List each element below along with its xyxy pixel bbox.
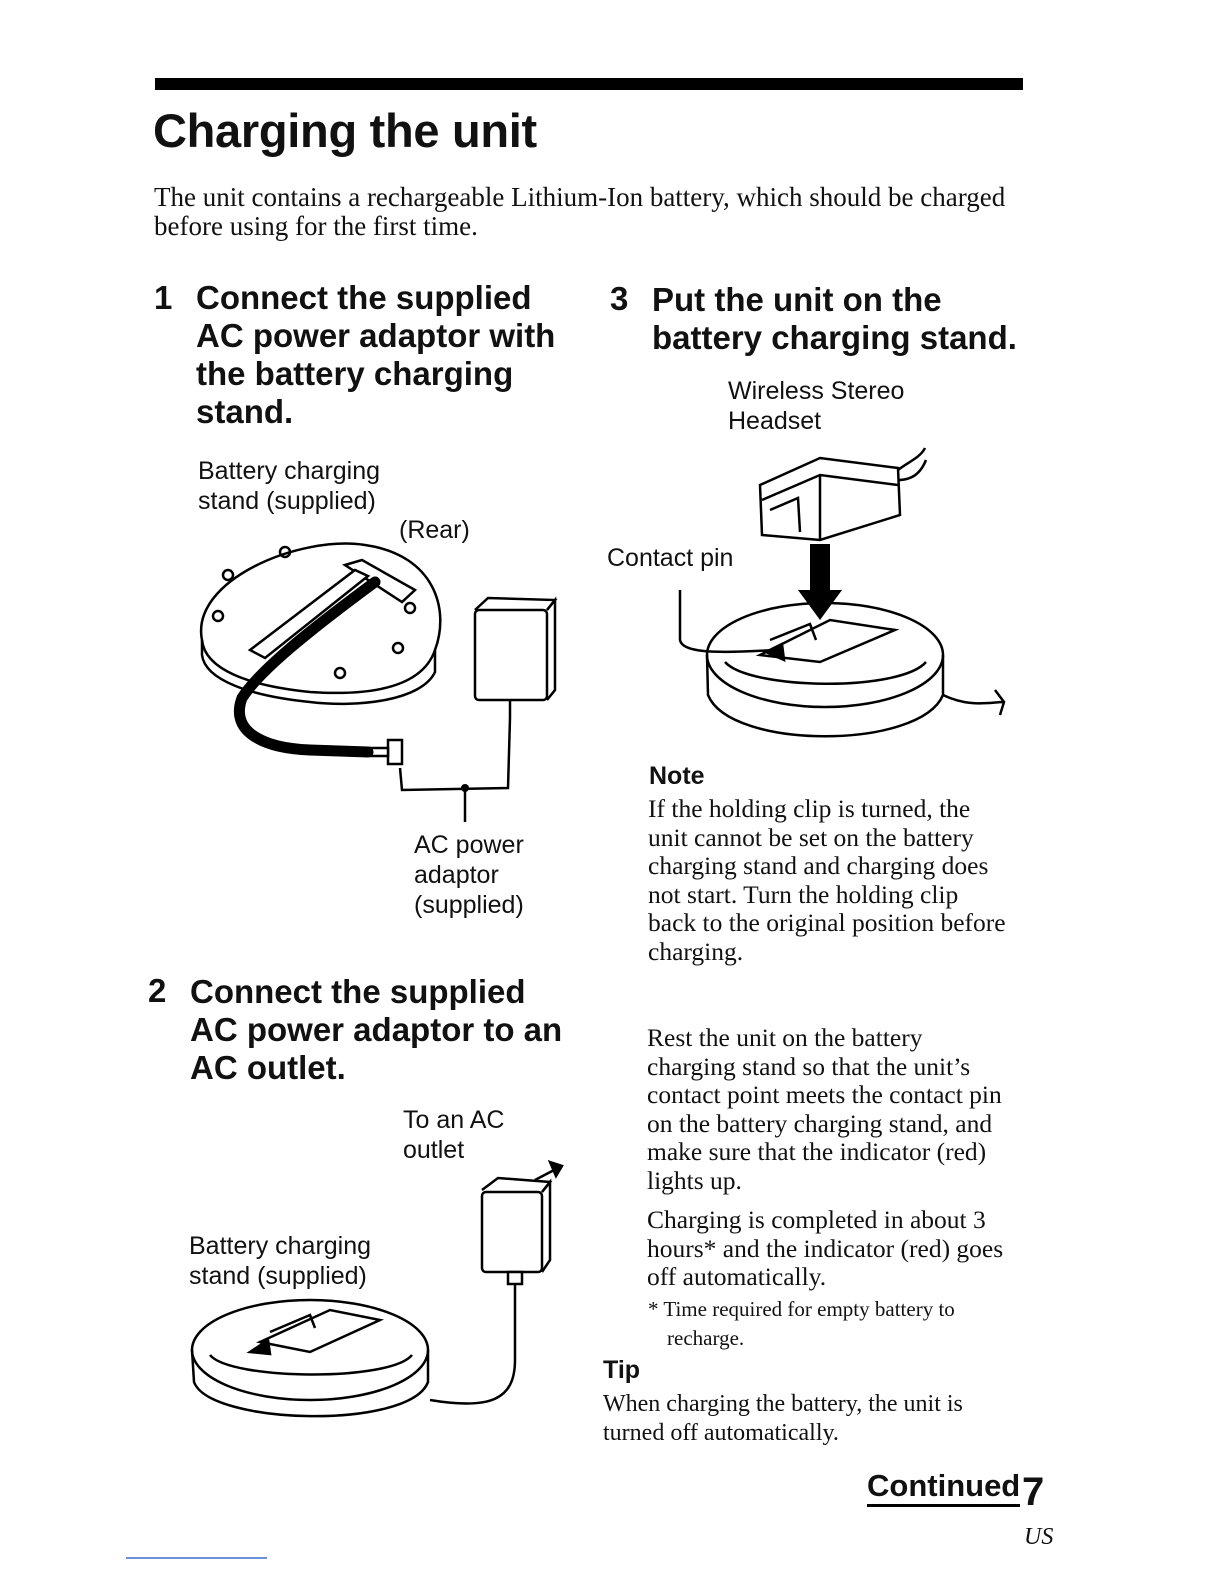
instruction-line: lights up. — [647, 1165, 742, 1195]
region-code: US — [1024, 1524, 1054, 1550]
step-2-illustration — [190, 1159, 564, 1418]
note-heading: Note — [649, 762, 705, 790]
label-line: adaptor — [414, 861, 499, 889]
step-3-title-line: Put the unit on the — [652, 281, 942, 318]
label-line: Wireless Stereo — [728, 377, 905, 405]
label-line: Headset — [728, 407, 822, 435]
note-line: charging stand and charging does — [648, 851, 989, 880]
note-line: If the holding clip is turned, the — [648, 794, 971, 823]
tip-line: turned off automatically. — [603, 1419, 839, 1446]
step-3-title: Put the unit on the battery charging sta… — [652, 281, 1017, 357]
instructions-paragraph-2: Charging is completed in about 3 hours* … — [647, 1205, 1004, 1292]
step-1-rear-label: (Rear) — [399, 516, 470, 544]
step-1-title-line: stand. — [196, 393, 294, 430]
note-line: back to the original position before — [648, 908, 1006, 937]
label-line: stand (supplied) — [198, 487, 376, 515]
step-3-title-line: battery charging stand. — [652, 319, 1017, 356]
label-line: Battery charging — [198, 457, 381, 485]
step-2-title-line: AC outlet. — [190, 1049, 346, 1086]
instruction-line: hours* and the indicator (red) goes — [647, 1233, 1004, 1263]
step-2-title-line: AC power adaptor to an — [190, 1011, 563, 1048]
step-1-number: 1 — [154, 279, 173, 316]
label-line: To an AC — [403, 1106, 505, 1134]
note-line: charging. — [648, 936, 744, 966]
label-line: (supplied) — [414, 891, 524, 919]
label-line: stand (supplied) — [189, 1262, 367, 1290]
step-1-title-line: the battery charging — [196, 355, 514, 392]
step-2-title: Connect the supplied AC power adaptor to… — [190, 973, 562, 1087]
note-line: unit cannot be set on the battery — [648, 822, 974, 852]
footnote: * Time required for empty battery to rec… — [648, 1295, 955, 1353]
page-number: 7 — [1022, 1470, 1045, 1514]
label-line: AC power — [414, 831, 524, 859]
label-line: outlet — [403, 1136, 465, 1164]
instruction-line: off automatically. — [647, 1262, 827, 1291]
step-3-number: 3 — [610, 280, 629, 317]
tip-heading: Tip — [603, 1356, 641, 1384]
step-3-headset-label: Wireless Stereo Headset — [728, 376, 904, 436]
instruction-line: contact point meets the contact pin — [647, 1080, 1002, 1109]
step-1-title-line: AC power adaptor with — [196, 317, 556, 354]
step-1-adaptor-label: AC power adaptor (supplied) — [414, 830, 524, 920]
step-1-stand-label: Battery charging stand (supplied) — [198, 456, 380, 516]
instruction-line: on the battery charging stand, and — [647, 1108, 993, 1138]
instruction-line: Charging is completed in about 3 — [647, 1205, 986, 1234]
step-3-illustration — [678, 447, 1006, 738]
continued-label: Continued — [867, 1468, 1021, 1507]
step-2-number: 2 — [148, 972, 167, 1009]
intro-paragraph: The unit contains a rechargeable Lithium… — [154, 182, 1006, 241]
instruction-line: make sure that the indicator (red) — [647, 1137, 987, 1166]
step-1-title: Connect the supplied AC power adaptor wi… — [196, 279, 555, 431]
step-3-contact-pin-label: Contact pin — [607, 544, 734, 572]
note-line: not start. Turn the holding clip — [648, 879, 959, 909]
step-2-title-line: Connect the supplied — [190, 973, 526, 1010]
instructions-paragraph-1: Rest the unit on the battery charging st… — [647, 1023, 1002, 1195]
step-2-outlet-label: To an AC outlet — [403, 1105, 504, 1165]
top-rule — [155, 78, 1023, 90]
page-title: Charging the unit — [153, 104, 537, 157]
step-1-title-line: Connect the supplied — [196, 279, 532, 316]
bottom-rule — [126, 1557, 267, 1559]
instruction-line: Rest the unit on the battery — [647, 1023, 923, 1052]
footnote-line: recharge. — [667, 1326, 745, 1350]
footnote-line: * Time required for empty battery to — [648, 1297, 955, 1321]
label-line: Battery charging — [189, 1232, 372, 1260]
step-2-stand-label: Battery charging stand (supplied) — [189, 1231, 371, 1291]
tip-line: When charging the battery, the unit is — [603, 1391, 963, 1417]
note-text: If the holding clip is turned, the unit … — [648, 794, 1006, 966]
step-1-illustration — [199, 542, 558, 822]
instruction-line: charging stand so that the unit’s — [647, 1051, 971, 1081]
tip-text: When charging the battery, the unit is t… — [603, 1390, 963, 1447]
